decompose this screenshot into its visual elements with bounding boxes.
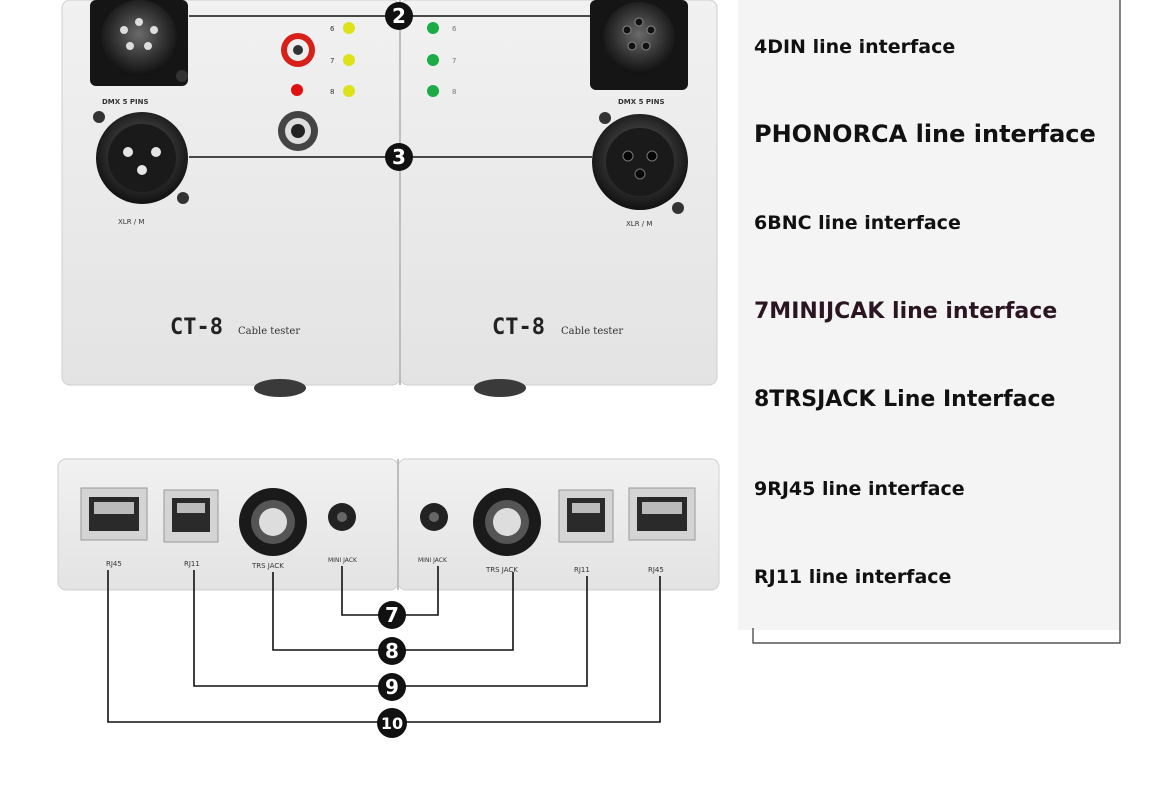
legend-item-6bnc: 6BNC line interface <box>754 212 961 234</box>
mini-jack-right <box>420 503 448 531</box>
legend-frame <box>752 0 1121 644</box>
port-label-mini-left: MINI JACK <box>328 557 358 564</box>
tester-top-view: 2 3 DMX 5 PINS DMX 5 PINS XLR / M XLR / … <box>61 0 718 397</box>
brand-right: CT-8 <box>492 315 545 340</box>
callout-3: 3 <box>385 143 413 171</box>
rj11-port-left <box>163 489 219 543</box>
din-socket-right <box>590 0 688 90</box>
legend-item-rj11: RJ11 line interface <box>754 566 952 588</box>
trs-jack-right <box>473 488 541 556</box>
svg-text:8: 8 <box>385 639 399 663</box>
port-label-rj11-left: RJ11 <box>184 560 200 568</box>
callout-2: 2 <box>385 2 413 30</box>
port-label-trs-right: TRS JACK <box>485 566 518 574</box>
xlr-male-socket <box>93 111 189 204</box>
led-num-left-7: 7 <box>330 57 334 65</box>
callout-8: 8 <box>378 637 406 665</box>
quarter-inch-jack-top <box>278 111 318 151</box>
dmx-label-right: DMX 5 PINS <box>618 98 665 106</box>
brand-subtitle-right: Cable tester <box>561 326 623 337</box>
xlr-label-left: XLR / M <box>118 218 144 226</box>
svg-text:10: 10 <box>381 714 403 733</box>
legend-item-8trsjack: 8TRSJACK Line Interface <box>754 387 1056 412</box>
legend-item-7minijack: 7MINIJCAK line interface <box>754 299 1058 324</box>
xlr-label-right: XLR / M <box>626 220 652 228</box>
xlr-female-socket <box>592 112 688 214</box>
callout-7: 7 <box>378 601 406 629</box>
port-label-rj45-right: RJ45 <box>648 566 664 574</box>
rca-jack <box>281 33 315 67</box>
legend-item-4din: 4DIN line interface <box>754 36 956 58</box>
legend-panel <box>738 0 1120 630</box>
led-num-right-7: 7 <box>452 57 456 65</box>
led-column-right <box>427 22 439 97</box>
din-socket-left <box>90 0 188 86</box>
brand-subtitle-left: Cable tester <box>238 326 300 337</box>
svg-text:2: 2 <box>392 4 406 28</box>
legend-item-phonorca: PHONORCA line interface <box>754 120 1096 148</box>
svg-text:7: 7 <box>385 603 399 627</box>
dmx-label-left: DMX 5 PINS <box>102 98 149 106</box>
tester-side-view: RJ45 RJ11 TRS JACK MINI JACK MINI JACK T… <box>57 458 720 591</box>
led-num-left-6: 6 <box>330 25 335 33</box>
brand-left: CT-8 <box>170 315 223 340</box>
led-num-right-8: 8 <box>452 88 456 96</box>
led-num-left-8: 8 <box>330 88 334 96</box>
callout-9: 9 <box>378 673 406 701</box>
port-label-mini-right: MINI JACK <box>418 557 448 564</box>
svg-text:3: 3 <box>392 145 406 169</box>
led-column-left <box>343 22 355 97</box>
rj45-port-right <box>628 487 696 541</box>
legend-item-9rj45: 9RJ45 line interface <box>754 478 965 500</box>
rj45-port-left <box>80 487 148 541</box>
red-led <box>291 84 303 96</box>
trs-jack-left <box>239 488 307 556</box>
mini-jack-left <box>328 503 356 531</box>
port-label-rj45-left: RJ45 <box>106 560 122 568</box>
callout-10: 10 <box>377 708 407 738</box>
rj11-port-right <box>558 489 614 543</box>
port-label-rj11-right: RJ11 <box>574 566 590 574</box>
led-num-right-6: 6 <box>452 25 457 33</box>
svg-text:9: 9 <box>385 675 399 699</box>
port-label-trs-left: TRS JACK <box>251 562 284 570</box>
